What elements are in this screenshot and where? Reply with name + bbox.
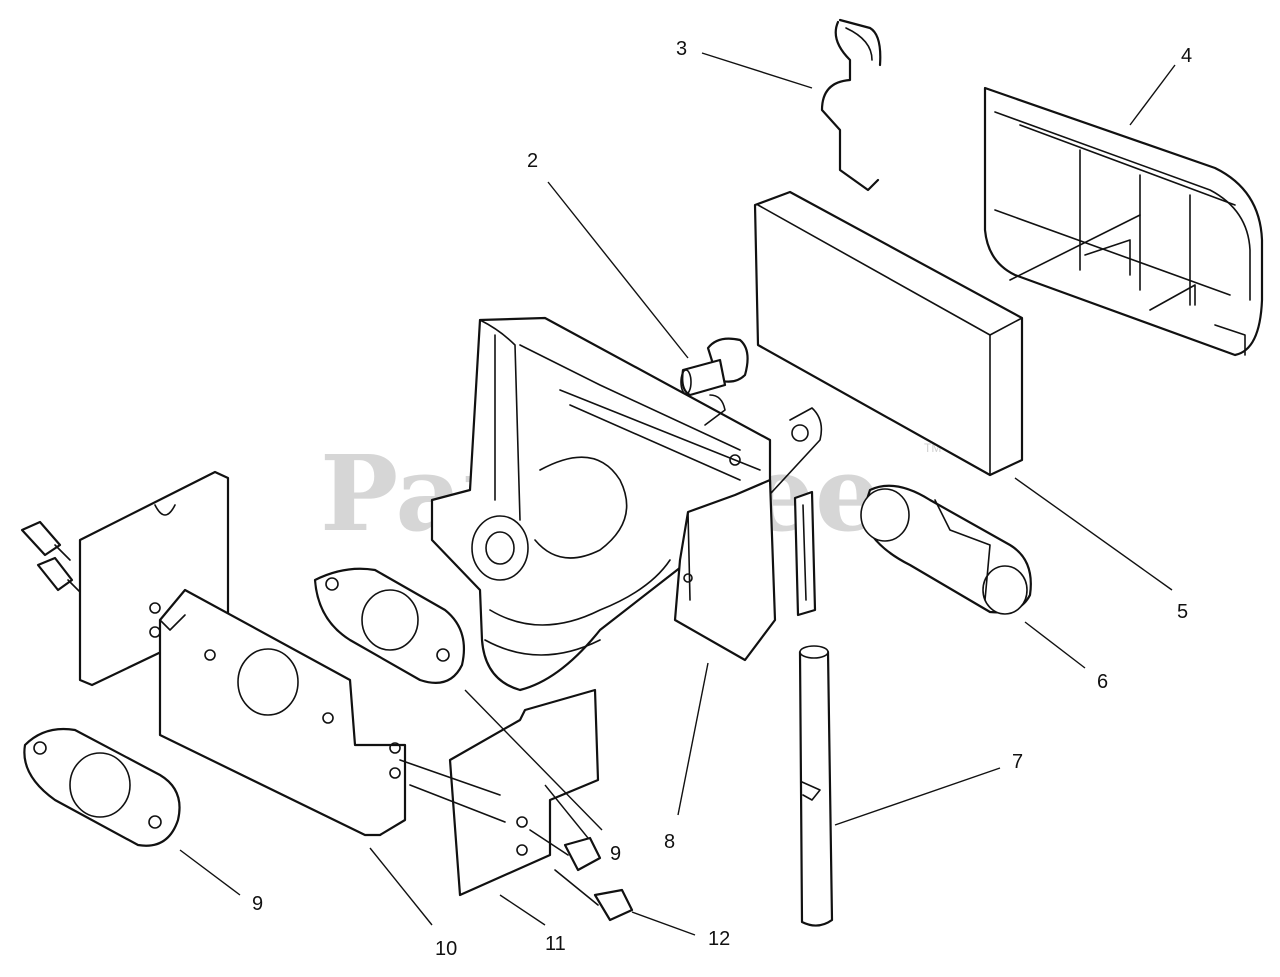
callout-numbers: 2 3 4 5 6 7 8 9 9 9 10 11 12 [252, 38, 1192, 960]
callout-12: 12 [708, 928, 730, 950]
part-carburetor-assembly [430, 316, 823, 692]
part-intake-elbow [860, 484, 1032, 615]
callout-10: 10 [435, 938, 457, 960]
callout-9-center: 9 [610, 843, 621, 865]
leader-lines [179, 52, 1176, 936]
callout-3: 3 [676, 38, 687, 60]
part-heat-shield-plate [399, 688, 600, 897]
part-retainer-clip [820, 18, 882, 192]
part-gasket-center [313, 567, 466, 684]
callout-11: 11 [545, 933, 566, 955]
part-mounting-bracket [673, 478, 817, 662]
part-gasket-front-left [23, 727, 181, 847]
part-air-cleaner-cover [983, 86, 1264, 357]
callout-7: 7 [1012, 751, 1023, 773]
part-tube [798, 645, 834, 927]
part-filter-element [753, 190, 1024, 477]
part-bolts-12 [529, 829, 634, 922]
part-spacer-plate [158, 588, 407, 837]
callout-4: 4 [1181, 45, 1192, 67]
callout-5: 5 [1177, 601, 1188, 623]
callout-8: 8 [664, 831, 675, 853]
part-breather-fitting [680, 337, 749, 397]
part-bolts-left [20, 520, 81, 593]
callout-6: 6 [1097, 671, 1108, 693]
callout-9-left: 9 [252, 893, 263, 915]
callout-2: 2 [527, 150, 538, 172]
